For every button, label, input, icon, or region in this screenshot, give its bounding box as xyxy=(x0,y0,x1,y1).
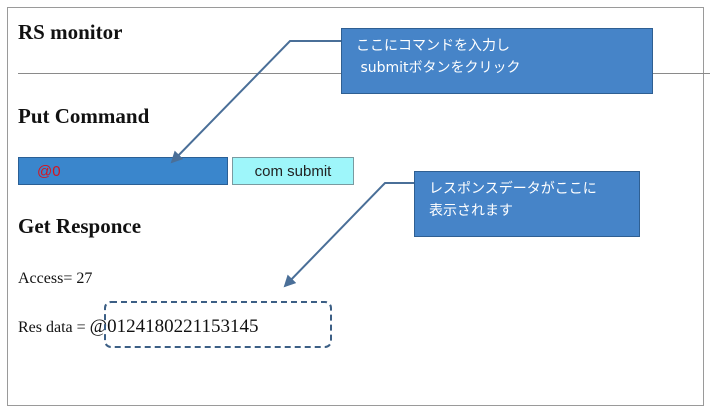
access-count: Access= 27 xyxy=(18,270,93,287)
com-submit-button[interactable]: com submit xyxy=(232,157,354,185)
page-title: RS monitor xyxy=(18,20,123,44)
response-highlight-box xyxy=(104,301,332,348)
res-data-value: @0124180221153145 xyxy=(89,316,259,337)
res-data-row: Res data = @0124180221153145 xyxy=(18,316,258,338)
put-command-heading: Put Command xyxy=(18,104,150,128)
get-response-heading: Get Responce xyxy=(18,214,142,238)
response-callout: レスポンスデータがここに 表示されます xyxy=(414,171,640,237)
res-data-label: Res data = xyxy=(18,319,90,336)
command-callout: ここにコマンドを入力し submitボタンをクリック xyxy=(341,28,653,94)
command-input[interactable] xyxy=(18,157,228,185)
